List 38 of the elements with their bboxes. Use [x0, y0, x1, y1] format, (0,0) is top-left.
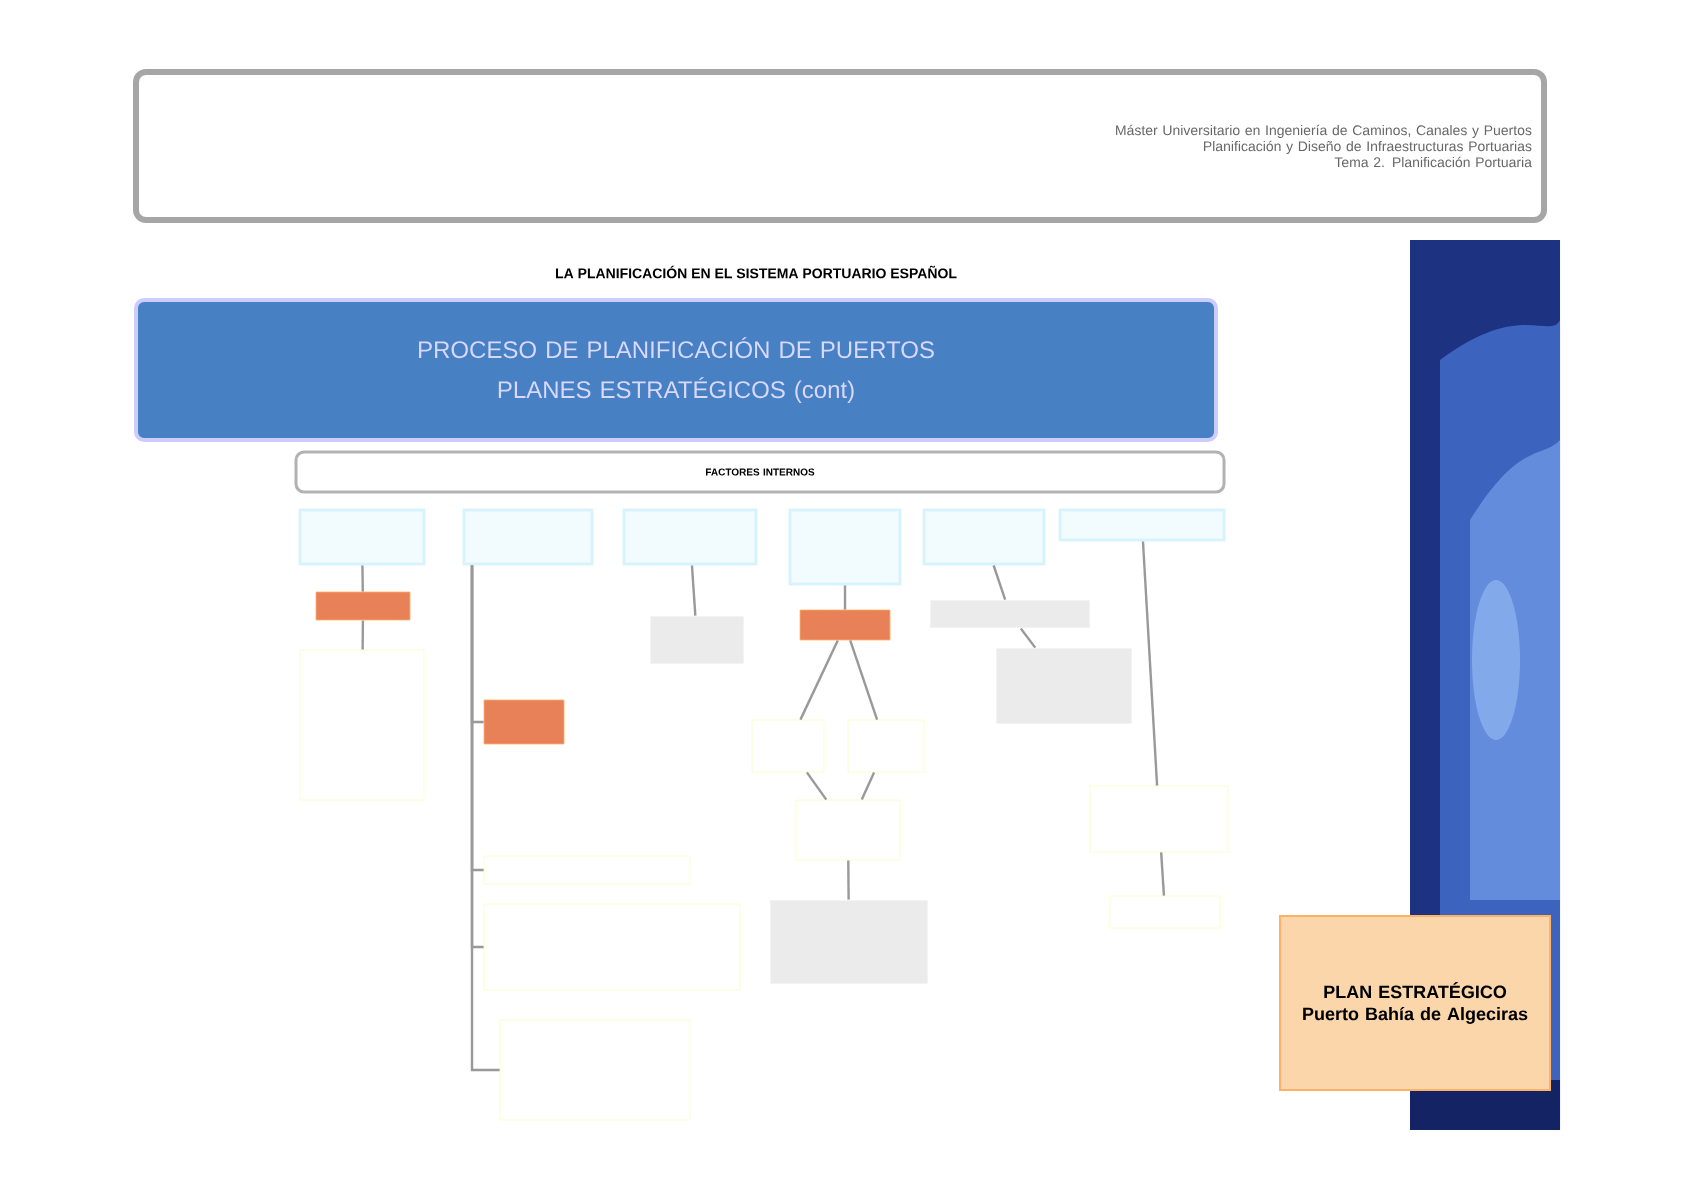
- note-box: [499, 1019, 691, 1121]
- category-box: [1058, 508, 1226, 542]
- category-box: [788, 508, 902, 586]
- text-box: [769, 899, 929, 985]
- connector-line: [992, 565, 1007, 600]
- category-box: [462, 508, 594, 566]
- note-box: [847, 719, 925, 773]
- connector-line: [847, 860, 850, 900]
- note-box: [1109, 895, 1221, 929]
- category-box: [922, 508, 1046, 566]
- highlight-box: [315, 591, 411, 621]
- highlight-box: [799, 609, 891, 641]
- connector-line: [1019, 627, 1037, 649]
- text-box: [649, 615, 745, 665]
- note-box: [299, 649, 425, 801]
- note-box: [751, 719, 825, 773]
- connector-line: [849, 640, 879, 720]
- connector-line: [361, 565, 364, 592]
- category-box: [298, 508, 426, 566]
- note-box: [795, 799, 901, 861]
- plan-box: PLAN ESTRATÉGICO Puerto Bahía de Algeciras: [1279, 915, 1551, 1091]
- highlight-box: [483, 699, 565, 745]
- category-box: [622, 508, 758, 566]
- connector-line: [690, 565, 697, 616]
- connector-line: [860, 771, 876, 801]
- note-box: [483, 855, 691, 885]
- connector-line: [805, 771, 828, 801]
- connector-line: [470, 565, 500, 1072]
- connector-line: [361, 620, 365, 650]
- title-banner: PROCESO DE PLANIFICACIÓN DE PUERTOS PLANES ESTRATÉGICOS (cont): [134, 298, 1218, 442]
- note-box: [483, 903, 741, 991]
- connector-line: [843, 585, 847, 610]
- connector-line: [1159, 852, 1166, 896]
- text-box: [995, 647, 1133, 725]
- connector-line: [799, 639, 839, 721]
- note-box: [1089, 785, 1229, 853]
- text-box: [929, 599, 1091, 629]
- connector-line: [1141, 541, 1159, 786]
